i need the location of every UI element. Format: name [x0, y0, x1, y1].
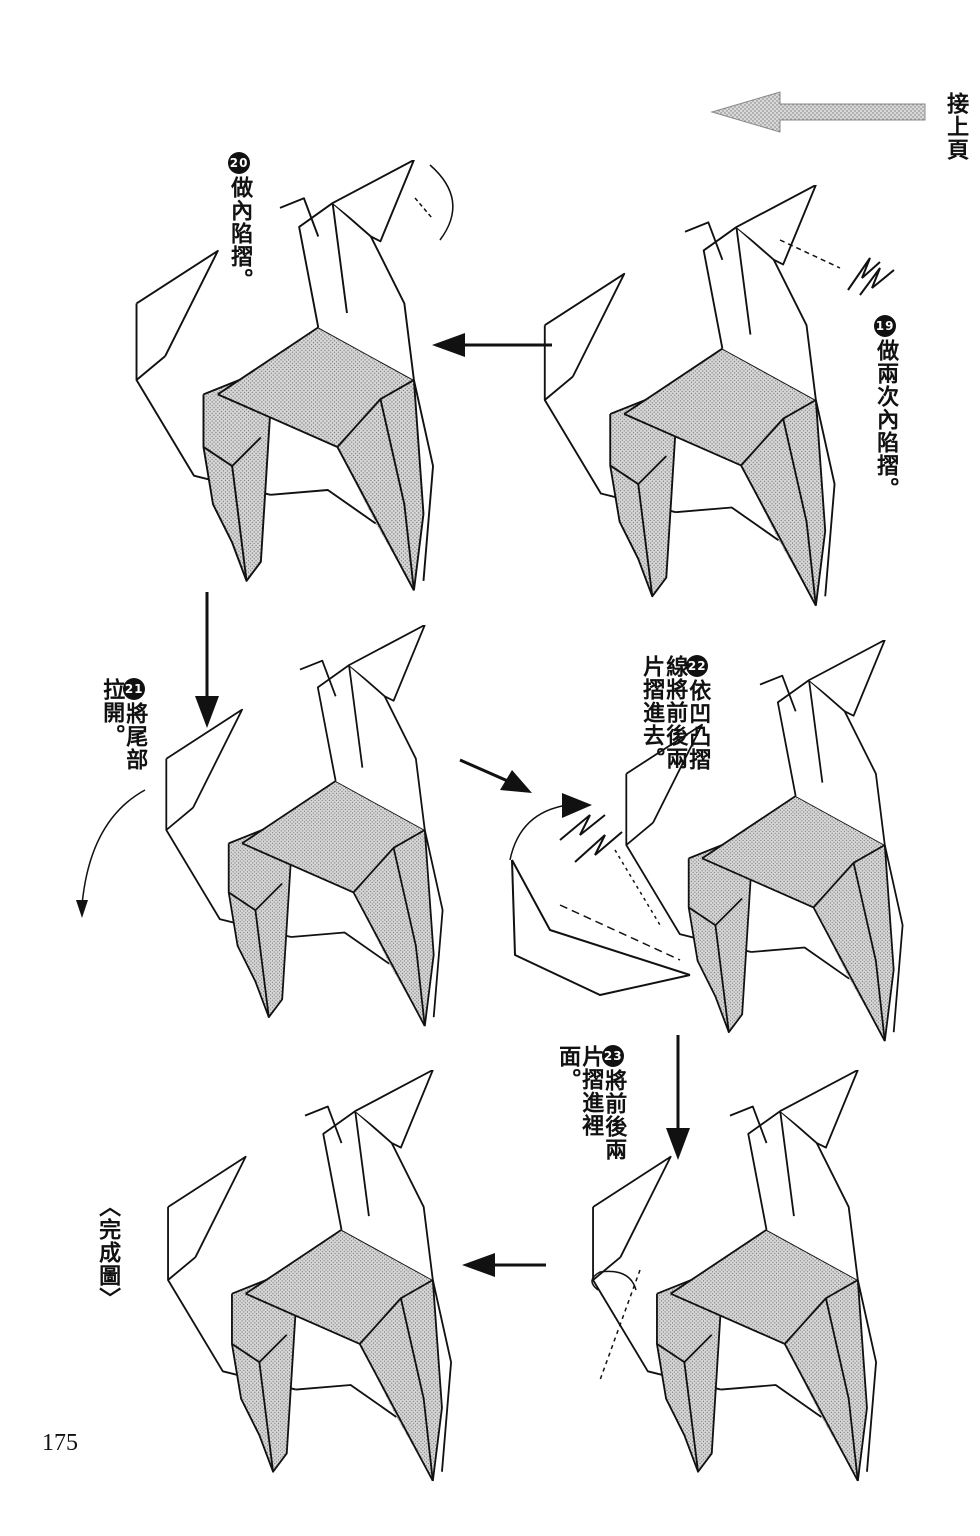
step-22-number: 22	[686, 655, 709, 677]
continue-arrow	[710, 91, 926, 133]
step-19-instruction: 19做兩次內陷摺。	[873, 315, 899, 500]
arrow-19-to-20	[432, 333, 552, 357]
arrow-21-to-22	[459, 758, 532, 793]
step-23-text: 將前後兩片摺進裡面。	[555, 1045, 627, 1161]
figure-step-23	[591, 1070, 878, 1482]
continue-from-previous-label: 接上頁	[943, 92, 969, 161]
step-20-number: 20	[228, 152, 251, 174]
arrow-22-to-23	[666, 1035, 690, 1160]
step-21-text: 將尾部拉開。	[99, 678, 148, 771]
arrow-20-to-21	[195, 592, 219, 728]
page-number: 175	[42, 1430, 78, 1456]
step-21-number: 21	[123, 678, 146, 700]
step-23-instruction: 23將前後兩片摺進裡面。	[555, 1045, 627, 1177]
figure-step-21	[76, 625, 444, 1028]
figure-step-19	[543, 185, 895, 607]
step-23-number: 23	[602, 1045, 625, 1067]
figure-step-20	[135, 160, 454, 592]
figure-step-22	[509, 640, 904, 1043]
step-20-instruction: 20做內陷摺。	[227, 152, 253, 291]
figure-finished	[167, 1070, 453, 1482]
step-20-text: 做內陷摺。	[227, 176, 253, 291]
finished-label: 〈完成圖〉	[95, 1195, 121, 1310]
step-22-text: 依凹凸摺線將前後兩片摺進去。	[639, 655, 711, 771]
step-22-instruction: 22依凹凸摺線將前後兩片摺進去。	[639, 655, 711, 787]
step-21-instruction: 21將尾部拉開。	[99, 678, 148, 788]
arrow-23-to-final	[462, 1253, 546, 1277]
step-19-text: 做兩次內陷摺。	[873, 339, 899, 500]
step-19-number: 19	[874, 315, 897, 337]
